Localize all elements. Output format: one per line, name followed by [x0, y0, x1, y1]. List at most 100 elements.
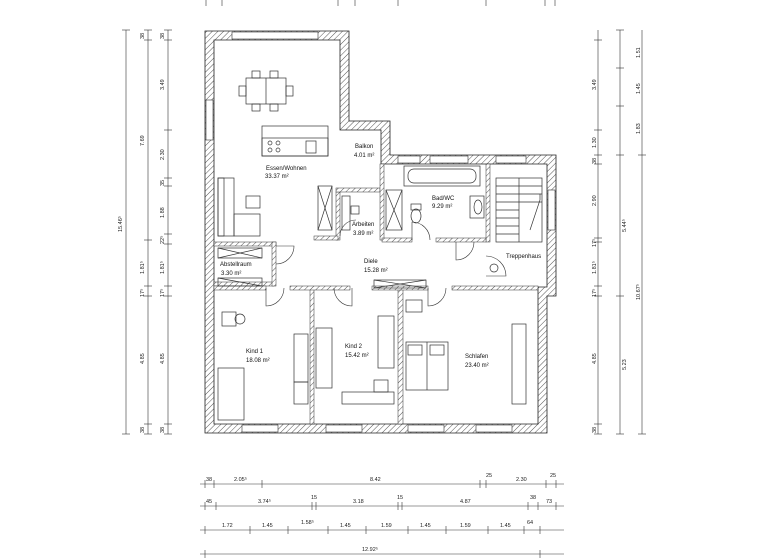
dim-bottom-r3-8: 64 — [527, 520, 533, 526]
top-edge-marks — [205, 0, 556, 6]
dim-bottom-r2-7: 73 — [546, 499, 552, 505]
shower — [385, 189, 403, 231]
shelf-living — [317, 185, 333, 231]
exterior-walls — [204, 30, 557, 434]
room-label-schlafen: Schlafen — [465, 354, 488, 360]
room-label-bad: Bad/WC — [432, 196, 455, 202]
dim-left-total: 15.46⁵ — [117, 216, 124, 232]
dim-left-inner-6: 1.81⁵ — [159, 261, 166, 274]
washbasin — [469, 195, 485, 219]
left-dimension-texts: 15.46⁵ 38 7.69 1.81⁵ 17⁵ 4.85 38 38 3.49… — [117, 33, 166, 433]
left-ticks — [122, 29, 172, 435]
windows — [205, 31, 556, 433]
dim-right-mid-1: 1.45 — [636, 83, 642, 94]
dim-right-inner-6: 17⁵ — [591, 289, 598, 297]
dim-left-inner-1: 3.49 — [160, 79, 166, 90]
dim-bottom-r2-4: 15 — [397, 495, 403, 501]
dining-table — [238, 70, 294, 112]
dim-right-mid-2: 1.83 — [636, 123, 642, 134]
entry-door-marker — [489, 263, 499, 273]
dim-bottom-r1-5: 25 — [550, 473, 556, 479]
dim-bottom-r1-1: 2.05⁵ — [234, 476, 247, 483]
dim-bottom-r2-5: 4.87 — [460, 499, 471, 505]
dim-bottom-r3-5: 1.45 — [420, 523, 431, 529]
dim-bottom-r2-0: 45 — [206, 499, 212, 505]
room-label-balkon: Balkon — [355, 144, 373, 150]
room-label-abstellraum: Abstellraum — [220, 262, 252, 268]
hall-wardrobe — [373, 279, 427, 289]
dim-bottom-r1-3: 25 — [486, 473, 492, 479]
bottom-dimension-texts: 38 2.05⁵ 8.42 25 2.30 25 45 3.74⁵ 15 3.1… — [206, 473, 556, 553]
room-area-balkon: 4.01 m² — [354, 153, 374, 159]
room-label-kind1: Kind 1 — [246, 349, 264, 355]
room-area-kind1: 18.08 m² — [246, 358, 270, 364]
dim-bottom-r3-1: 1.45 — [262, 523, 273, 529]
room-label-arbeiten: Arbeiten — [352, 222, 374, 228]
dim-bottom-r3-3: 1.45 — [340, 523, 351, 529]
dim-bottom-total: 12.92⁵ — [362, 546, 378, 553]
dim-left-mid-2: 1.81⁵ — [139, 261, 146, 274]
dim-bottom-r1-2: 8.42 — [370, 477, 381, 483]
dim-bottom-r3-6: 1.59 — [460, 523, 471, 529]
dim-right-mid-0: 1.51 — [636, 47, 642, 58]
room-area-arbeiten: 3.89 m² — [353, 231, 373, 237]
desk-arbeiten — [341, 195, 360, 231]
dim-right-inner-2: 38 — [592, 158, 598, 164]
dim-bottom-r1-0: 38 — [206, 477, 212, 483]
wardrobe-kind1 — [217, 277, 263, 287]
dim-bottom-r3-4: 1.59 — [381, 523, 392, 529]
left-dimension-lines — [122, 29, 172, 435]
dim-left-mid-3: 17⁵ — [139, 289, 146, 297]
dim-bottom-r3-7: 1.45 — [500, 523, 511, 529]
sofa — [217, 177, 261, 237]
kind2-furniture — [315, 315, 395, 405]
dim-bottom-r1-4: 2.30 — [516, 477, 527, 483]
dim-right-inner-3: 2.90 — [592, 195, 598, 206]
dim-right-inner-7: 4.85 — [592, 353, 598, 364]
storage-shelf — [217, 247, 263, 259]
dim-bottom-r2-3: 3.18 — [353, 499, 364, 505]
dim-bottom-r2-1: 3.74⁵ — [258, 498, 271, 505]
room-labels: Essen/Wohnen 33.37 m² Balkon 4.01 m² Arb… — [220, 144, 541, 369]
room-area-schlafen: 23.40 m² — [465, 363, 489, 369]
dim-left-inner-3: 35 — [160, 180, 166, 186]
dim-left-mid-5: 38 — [140, 427, 146, 433]
right-dimension-lines — [594, 29, 646, 435]
dim-left-mid-1: 7.69 — [140, 135, 146, 146]
room-label-treppenhaus: Treppenhaus — [506, 254, 541, 260]
dim-left-mid-4: 4.85 — [140, 353, 146, 364]
kind1-furniture — [217, 311, 309, 421]
right-dimension-texts: 3.49 1.30 38 2.90 17⁵ 1.81⁵ 17⁵ 4.85 38 … — [591, 47, 642, 433]
dim-bottom-r2-2: 15 — [311, 495, 317, 501]
dim-right-inner-1: 1.30 — [592, 137, 598, 148]
bottom-ticks — [204, 480, 557, 558]
schlafen-furniture — [405, 299, 527, 405]
bottom-dimension-lines — [200, 480, 564, 558]
room-label-essen: Essen/Wohnen — [266, 166, 307, 172]
dim-bottom-r3-0: 1.72 — [222, 523, 233, 529]
room-area-essen: 33.37 m² — [265, 174, 289, 180]
room-label-diele: Diele — [364, 259, 378, 265]
dim-right-inner-8: 38 — [592, 427, 598, 433]
doors — [265, 219, 507, 307]
dim-left-inner-9: 38 — [160, 427, 166, 433]
dim-left-inner-0: 38 — [160, 33, 166, 39]
room-area-diele: 15.28 m² — [364, 268, 388, 274]
dim-right-inner-4: 17⁵ — [591, 239, 598, 247]
bathtub — [403, 165, 481, 187]
dim-bottom-r3-2: 1.58⁵ — [301, 519, 314, 526]
room-area-bad: 9.29 m² — [432, 204, 452, 210]
dim-right-total: 10.67⁵ — [635, 284, 642, 300]
toilet — [410, 203, 422, 224]
room-label-kind2: Kind 2 — [345, 344, 363, 350]
dim-bottom-r2-6: 38 — [530, 495, 536, 501]
staircase — [495, 177, 543, 243]
dim-left-inner-5: 22⁵ — [159, 236, 166, 244]
room-area-kind2: 15.42 m² — [345, 353, 369, 359]
dim-left-inner-8: 4.85 — [160, 353, 166, 364]
dim-right-inner-5: 1.81⁵ — [591, 261, 598, 274]
dim-right-mid-3: 5.44⁵ — [621, 219, 628, 232]
kitchen-counter — [261, 125, 329, 157]
room-area-abstellraum: 3.30 m² — [221, 271, 241, 277]
